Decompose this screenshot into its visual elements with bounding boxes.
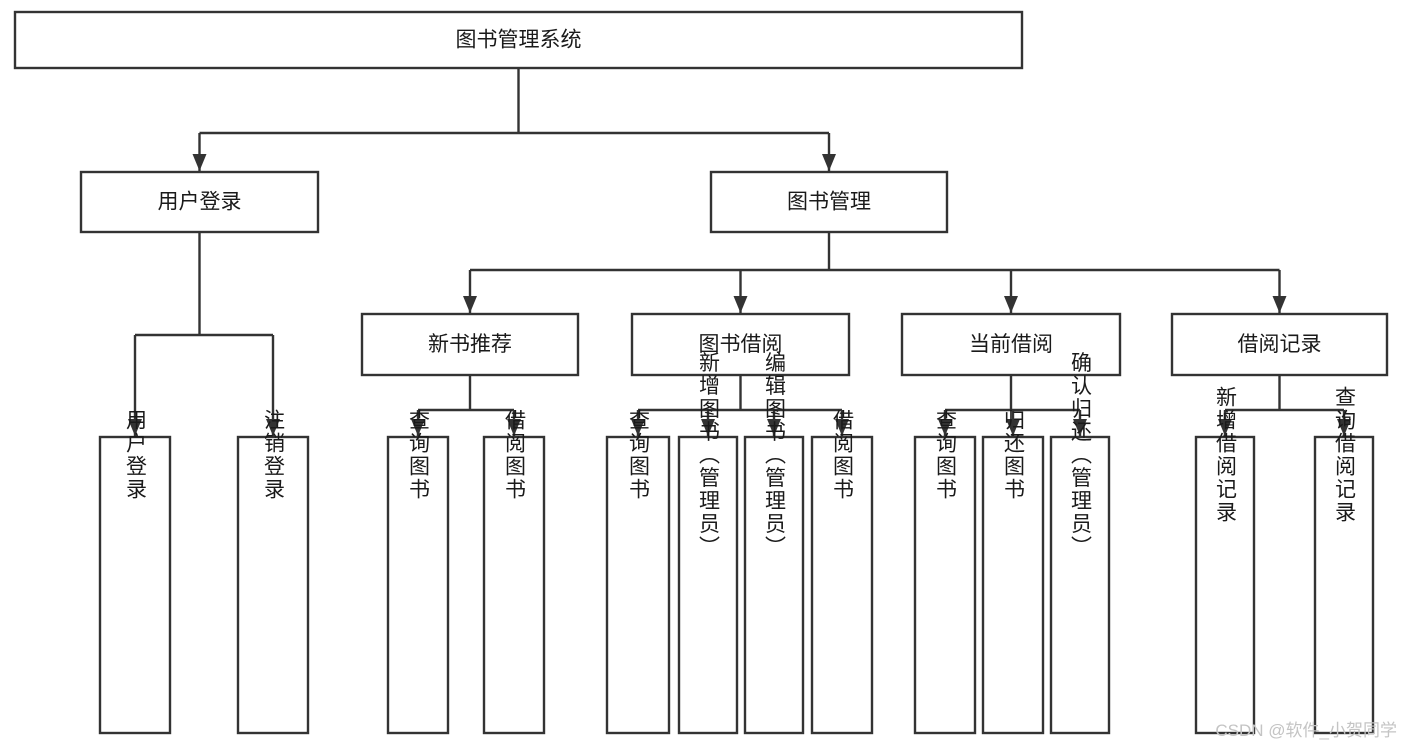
node-leaf-11-rect: [1194, 435, 1256, 735]
node-level2-1-rect: [709, 170, 949, 234]
arrow-head-icon: [822, 154, 836, 171]
node-leaf-7-label: 借阅图书: [831, 409, 855, 501]
arrow-head-icon: [411, 419, 425, 436]
node-leaf-5-label: 新增图书（管理员）: [697, 352, 721, 559]
node-leaf-6[interactable]: 编辑图书（管理员）: [743, 352, 805, 735]
node-level3-3-label: 借阅记录: [1238, 333, 1322, 356]
node-level3-0[interactable]: 新书推荐: [360, 312, 580, 377]
node-leaf-9[interactable]: 归还图书: [981, 409, 1045, 735]
node-root[interactable]: 图书管理系统: [13, 10, 1024, 70]
arrow-head-icon: [192, 154, 207, 171]
node-leaf-9-rect: [981, 435, 1045, 735]
node-level3-2[interactable]: 当前借阅: [900, 312, 1122, 377]
node-level3-1[interactable]: 图书借阅: [630, 312, 851, 377]
node-leaf-12-label: 查询借阅记录: [1333, 386, 1357, 524]
node-root-rect: [13, 10, 1024, 70]
arrow-head-icon: [733, 296, 748, 313]
arrow-head-icon: [631, 419, 645, 436]
node-leaf-10-rect: [1049, 435, 1111, 735]
arrow-head-icon: [507, 419, 521, 436]
node-leaf-11-label: 新增借阅记录: [1214, 386, 1238, 524]
csdn-watermark: CSDN @软件_小贺同学: [1215, 721, 1397, 740]
node-leaf-3[interactable]: 借阅图书: [482, 409, 546, 735]
node-leaf-6-label: 编辑图书（管理员）: [763, 352, 787, 559]
node-level3-0-label: 新书推荐: [428, 333, 512, 356]
arrow-head-icon: [1073, 419, 1087, 436]
arrow-head-icon: [266, 419, 280, 436]
arrow-head-icon: [1006, 419, 1020, 436]
node-leaf-7[interactable]: 借阅图书: [810, 409, 874, 735]
node-leaf-5-rect: [677, 435, 739, 735]
node-leaf-5[interactable]: 新增图书（管理员）: [677, 352, 739, 735]
arrow-head-icon: [1004, 296, 1018, 313]
node-level2-0[interactable]: 用户登录: [79, 170, 320, 234]
arrow-head-icon: [128, 419, 142, 436]
arrow-head-icon: [1218, 419, 1232, 436]
node-level2-1-label: 图书管理: [787, 191, 871, 214]
node-leaf-8[interactable]: 查询图书: [913, 409, 977, 735]
connector-layer: [128, 68, 1351, 436]
node-level2-0-rect: [79, 170, 320, 234]
node-leaf-4-rect: [605, 435, 671, 735]
arrow-head-icon: [1272, 296, 1287, 313]
node-leaf-0-label: 用户登录: [124, 409, 148, 501]
node-leaf-1-label: 注销登录: [262, 409, 286, 501]
node-leaf-0[interactable]: 用户登录: [98, 409, 172, 735]
node-leaf-3-label: 借阅图书: [503, 409, 527, 501]
node-leaf-9-label: 归还图书: [1002, 409, 1026, 501]
node-root-label: 图书管理系统: [456, 29, 582, 52]
node-leaf-0-rect: [98, 435, 172, 735]
arrow-head-icon: [1337, 419, 1351, 436]
node-level3-2-rect: [900, 312, 1122, 377]
arrow-head-icon: [701, 419, 715, 436]
node-level3-3-rect: [1170, 312, 1389, 377]
node-leaf-12-rect: [1313, 435, 1375, 735]
node-leaf-1-rect: [236, 435, 310, 735]
node-level3-1-label: 图书借阅: [699, 333, 783, 356]
node-leaf-4[interactable]: 查询图书: [605, 409, 671, 735]
node-leaf-8-label: 查询图书: [934, 409, 958, 501]
node-level3-2-label: 当前借阅: [969, 333, 1053, 356]
node-leaf-7-rect: [810, 435, 874, 735]
node-leaf-3-rect: [482, 435, 546, 735]
arrow-head-icon: [835, 419, 849, 436]
arrow-head-icon: [938, 419, 952, 436]
node-leaf-10[interactable]: 确认归还（管理员）: [1049, 352, 1111, 735]
node-leaf-2[interactable]: 查询图书: [386, 409, 450, 735]
arrow-head-icon: [767, 419, 781, 436]
node-layer: 图书管理系统用户登录图书管理新书推荐图书借阅当前借阅借阅记录用户登录注销登录查询…: [13, 10, 1389, 735]
node-leaf-11[interactable]: 新增借阅记录: [1194, 386, 1256, 735]
node-level3-1-rect: [630, 312, 851, 377]
node-level3-3[interactable]: 借阅记录: [1170, 312, 1389, 377]
node-leaf-4-label: 查询图书: [627, 409, 651, 501]
node-level2-1[interactable]: 图书管理: [709, 170, 949, 234]
node-leaf-2-label: 查询图书: [407, 409, 431, 501]
node-leaf-12[interactable]: 查询借阅记录: [1313, 386, 1375, 735]
node-leaf-2-rect: [386, 435, 450, 735]
arrow-head-icon: [463, 296, 477, 313]
node-level2-0-label: 用户登录: [158, 191, 242, 214]
node-leaf-10-label: 确认归还（管理员）: [1069, 352, 1093, 559]
node-level3-0-rect: [360, 312, 580, 377]
node-leaf-1[interactable]: 注销登录: [236, 409, 310, 735]
node-leaf-6-rect: [743, 435, 805, 735]
node-leaf-8-rect: [913, 435, 977, 735]
